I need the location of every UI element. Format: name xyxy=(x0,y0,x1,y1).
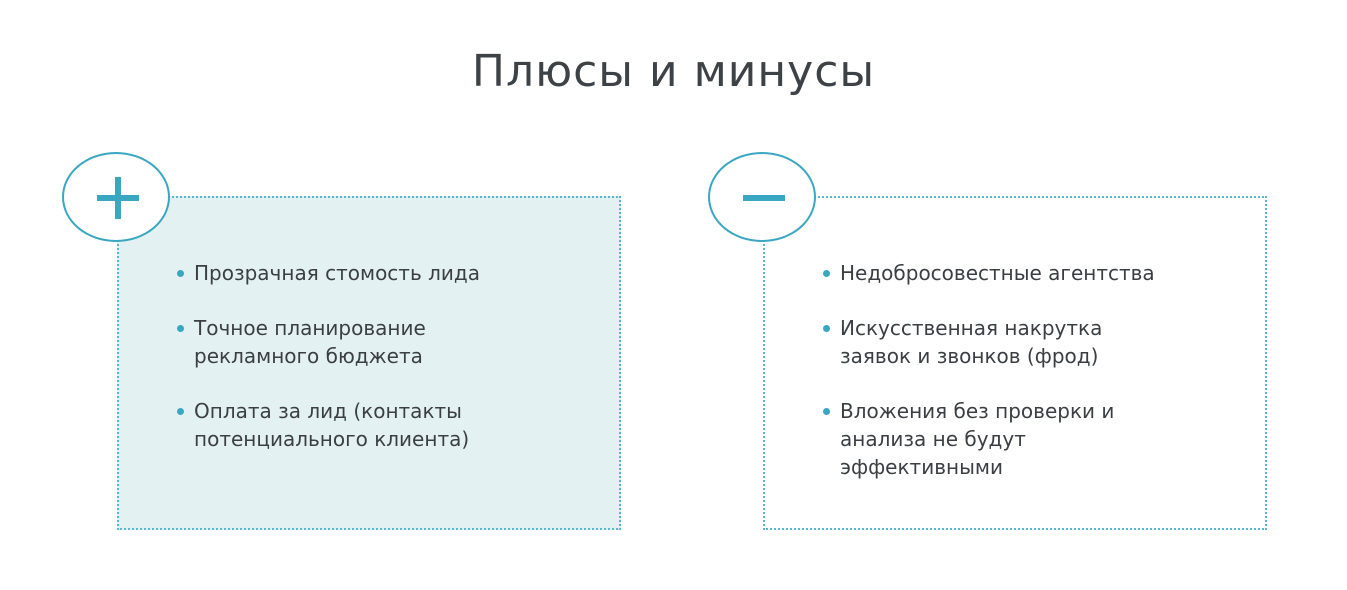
cons-item-2-line-1: Искусственная накрутка xyxy=(840,316,1103,340)
pros-panel xyxy=(117,196,621,530)
pros-list: Прозрачная стомость лида Точное планиров… xyxy=(176,259,606,480)
page-title: Плюсы и минусы xyxy=(471,46,876,97)
cons-item-3-line-2: анализа не будут xyxy=(840,427,1026,451)
minus-icon xyxy=(708,152,816,242)
pros-item-3-line-2: потенциального клиента) xyxy=(194,427,470,451)
pros-item-1-text: Прозрачная стомость лида xyxy=(194,261,480,285)
pros-item-3: Оплата за лид (контакты потенциального к… xyxy=(176,397,606,453)
cons-item-3-line-1: Вложения без проверки и xyxy=(840,399,1115,423)
bullet-icon xyxy=(177,270,184,277)
bullet-icon xyxy=(823,270,830,277)
cons-panel xyxy=(763,196,1267,530)
pros-item-1: Прозрачная стомость лида xyxy=(176,259,606,287)
cons-item-3-line-3: эффективными xyxy=(840,455,1003,479)
pros-item-2-line-2: рекламного бюджета xyxy=(194,344,423,368)
bullet-icon xyxy=(823,325,830,332)
cons-item-2-line-2: заявок и звонков (фрод) xyxy=(840,344,1099,368)
plus-icon-vertical xyxy=(115,177,121,219)
bullet-icon xyxy=(823,408,830,415)
pros-item-2: Точное планирование рекламного бюджета xyxy=(176,314,606,370)
cons-item-1-text: Недобросовестные агентства xyxy=(840,261,1155,285)
plus-icon xyxy=(62,152,170,242)
pros-item-2-line-1: Точное планирование xyxy=(194,316,426,340)
pros-item-3-line-1: Оплата за лид (контакты xyxy=(194,399,462,423)
bullet-icon xyxy=(177,325,184,332)
minus-icon-bar xyxy=(743,195,785,201)
cons-item-2: Искусственная накрутка заявок и звонков … xyxy=(822,314,1252,370)
cons-item-1: Недобросовестные агентства xyxy=(822,259,1252,287)
cons-item-3: Вложения без проверки и анализа не будут… xyxy=(822,397,1252,481)
cons-list: Недобросовестные агентства Искусственная… xyxy=(822,259,1252,508)
bullet-icon xyxy=(177,408,184,415)
